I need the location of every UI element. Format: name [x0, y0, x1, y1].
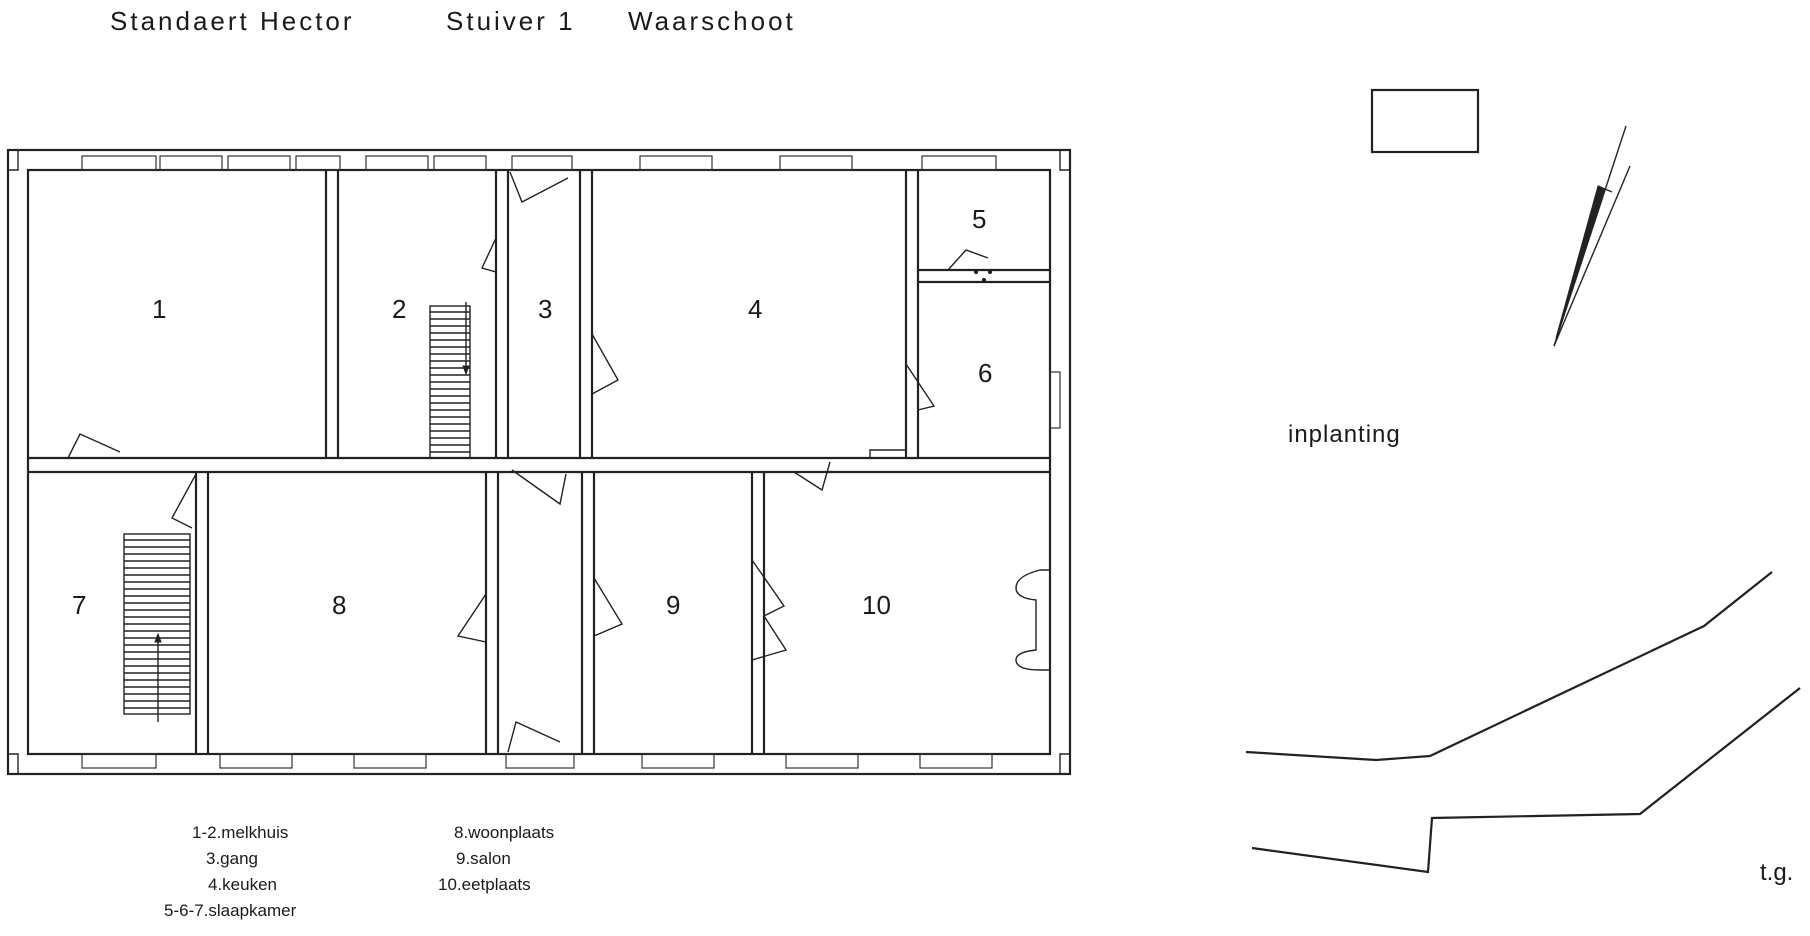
legend-item-gang: 3.gang: [206, 849, 258, 868]
legend-item-keuken: 4.keuken: [208, 875, 277, 894]
drafter-initials: t.g.: [1760, 859, 1793, 886]
legend-item-slaapkamer: 5-6-7.slaapkamer: [164, 901, 297, 920]
legend-item-woonplaats: 8.woonplaats: [454, 823, 554, 842]
site-plan-road-upper: [1245, 571, 1773, 762]
site-plan-building: [1370, 88, 1480, 154]
staircase-room-7: [123, 533, 191, 722]
room-number-4: 4: [748, 294, 762, 324]
room-number-2: 2: [392, 294, 406, 324]
windows-top: [81, 155, 997, 171]
room-number-6: 6: [978, 358, 992, 388]
room-number-10: 10: [862, 590, 891, 620]
room-number-3: 3: [538, 294, 552, 324]
title-town: Waarschoot: [628, 6, 796, 36]
room-number-5: 5: [972, 204, 986, 234]
room-number-9: 9: [666, 590, 680, 620]
legend-item-salon: 9.salon: [456, 849, 511, 868]
room-number-7: 7: [72, 590, 86, 620]
doors: [67, 171, 1061, 753]
legend-item-eetplaats: 10.eetplaats: [438, 875, 531, 894]
drawing-title: Standaert Hector Stuiver 1 Waarschoot: [110, 6, 796, 36]
room-number-8: 8: [332, 590, 346, 620]
windows-bottom: [81, 753, 993, 769]
interior-walls: [28, 170, 1050, 754]
legend-item-melkhuis: 1-2.melkhuis: [192, 823, 288, 842]
site-plan-road-lower: [1251, 687, 1801, 874]
site-plan-label: inplanting: [1288, 421, 1401, 448]
north-arrow-icon: [1553, 125, 1631, 347]
staircase-room-2: [429, 302, 471, 459]
room-number-1: 1: [152, 294, 166, 324]
room-numbers: 1 2 3 4 5 6 7 8 9 10: [72, 204, 992, 620]
title-address: Stuiver 1: [446, 6, 576, 36]
title-owner-name: Standaert Hector: [110, 6, 355, 36]
site-plan: inplanting t.g.: [1245, 88, 1801, 886]
legend: 1-2.melkhuis 3.gang 4.keuken 5-6-7.slaap…: [164, 823, 554, 920]
fireplace: [1015, 569, 1050, 671]
